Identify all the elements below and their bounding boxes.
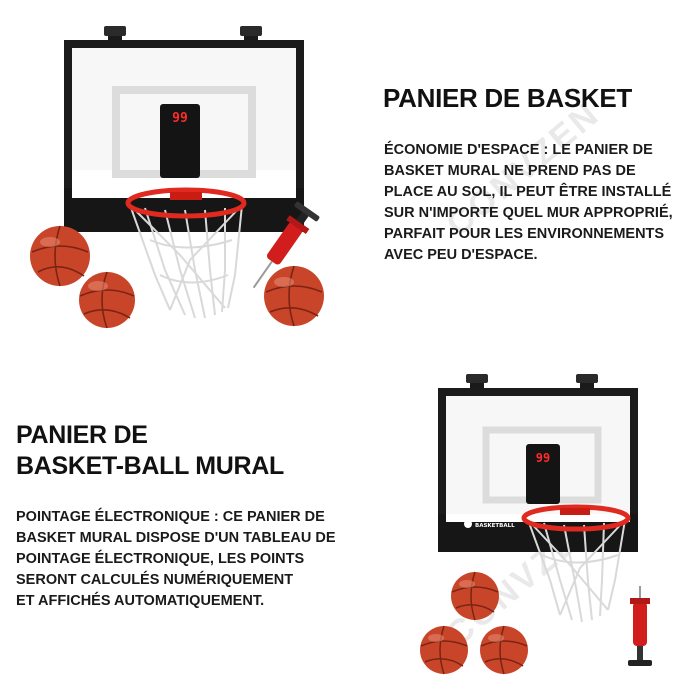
scoreboard-digits: 99 [172,111,188,126]
rim-bracket [560,508,590,515]
ball-1 [30,225,90,287]
ball-3 [480,625,528,675]
section1-line: ÉCONOMIE D'ESPACE : LE PANIER DE [384,142,653,158]
section1-line: SUR N'IMPORTE QUEL MUR APPROPRIÉ, [384,205,673,221]
scoreboard: 99 [526,444,560,504]
rim-bracket [170,192,202,200]
brand-logo-text: BASKETBALL [475,523,515,529]
rim [521,504,631,532]
brand-logo: BASKETBALL [464,520,515,529]
air-pump [252,201,320,289]
section2-line: SERONT CALCULÉS NUMÉRIQUEMENT [16,572,294,588]
section1-title: PANIER DE BASKET [383,83,632,113]
scoreboard-digits: 99 [536,451,550,465]
brand-logo-text: BASKETBALL [97,181,144,189]
section2-line: ET AFFICHÉS AUTOMATIQUEMENT. [16,593,265,609]
net [527,519,626,623]
rim [125,187,247,219]
net [129,204,243,319]
scoreboard: 99 [160,104,200,178]
air-pump [628,586,652,666]
section2-title-line1: PANIER DE [16,421,148,449]
backboard-label: BACKBOARD [256,183,294,190]
section1-description: ÉCONOMIE D'ESPACE : LE PANIER DE BASKET … [384,140,689,266]
section2-line: POINTAGE ÉLECTRONIQUE, LES POINTS [16,551,305,567]
section2-line: POINTAGE ÉLECTRONIQUE : CE PANIER DE [16,509,325,525]
bottom-product-image: 99 BASKETBALL [420,374,652,675]
ball-2 [79,271,135,329]
section1-line: PLACE AU SOL, IL PEUT ÊTRE INSTALLÉ [384,184,672,200]
section2-line: BASKET MURAL DISPOSE D'UN TABLEAU DE [16,530,336,546]
section1-line: BASKET MURAL NE PREND PAS DE [384,163,636,179]
section1-line: PARFAIT POUR LES ENVIRONNEMENTS [384,226,665,242]
ball-3 [264,265,324,327]
brand-logo: BASKETBALL [84,179,144,189]
section2-title: PANIER DE BASKET-BALL MURAL [16,420,284,482]
section2-title-line2: BASKET-BALL MURAL [16,452,285,480]
top-product-image: 99 BASKETBALL BACKBOARD [30,26,324,329]
section1-line: AVEC PEU D'ESPACE. [384,247,538,263]
ball-1 [451,571,499,621]
section2-description: POINTAGE ÉLECTRONIQUE : CE PANIER DE BAS… [16,507,336,612]
ball-2 [420,625,468,675]
